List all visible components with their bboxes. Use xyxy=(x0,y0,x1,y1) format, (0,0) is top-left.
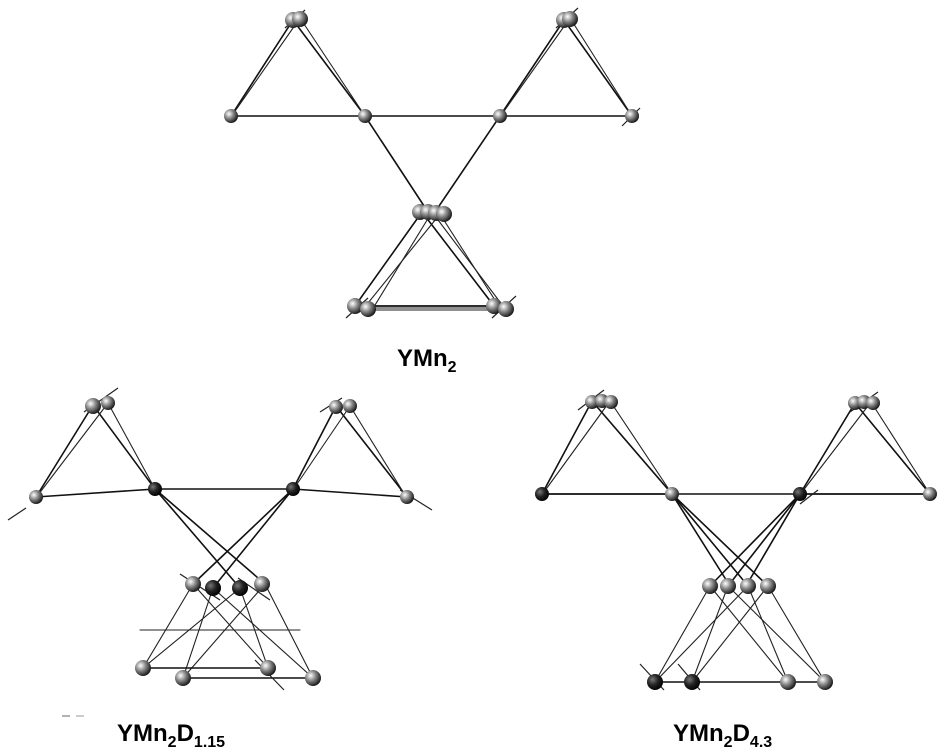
bonds xyxy=(541,399,932,683)
label-part: D xyxy=(177,720,194,747)
spin-arrows xyxy=(284,7,641,319)
label-part: D xyxy=(733,720,750,747)
bonds xyxy=(35,402,409,679)
panel-label-ymn2d43: YMn2D4.3 xyxy=(673,720,772,751)
label-sub: 1.15 xyxy=(194,734,225,751)
panel-label-ymn2d115: YMn2D1.15 xyxy=(117,720,225,751)
mn-atoms xyxy=(535,394,937,690)
label-sub: 2 xyxy=(448,359,457,376)
mn-atoms xyxy=(224,11,639,317)
label-sub: 4.3 xyxy=(750,734,772,751)
label-part: YMn xyxy=(397,345,448,372)
panel-ymn2d43-structure xyxy=(535,389,937,691)
label-sub: 2 xyxy=(168,734,177,751)
mn-atoms xyxy=(29,396,414,686)
spin-arrows xyxy=(7,387,433,691)
spin-arrows xyxy=(577,389,879,691)
panel-label-ymn2: YMn2 xyxy=(397,345,457,376)
label-sub: 2 xyxy=(724,734,733,751)
bonds xyxy=(230,17,634,311)
label-part: YMn xyxy=(673,720,724,747)
panel-ymn2-structure xyxy=(224,7,641,319)
panel-ymn2d115-structure xyxy=(7,387,433,717)
label-part: YMn xyxy=(117,720,168,747)
